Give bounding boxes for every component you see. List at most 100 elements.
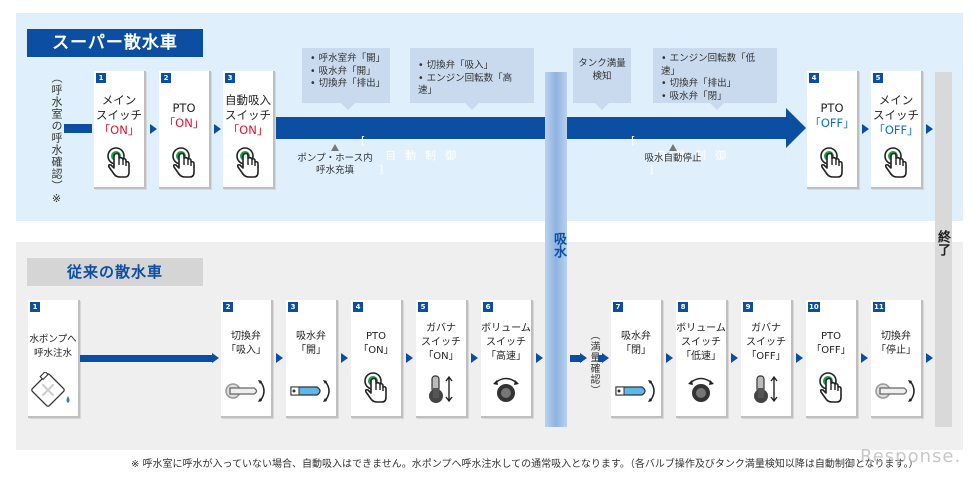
note-pointer xyxy=(465,103,479,110)
conv-step-1-card[interactable]: 1 水ポンプへ 呼水注水 xyxy=(28,300,80,418)
auto-control-arrowhead xyxy=(786,108,806,148)
note-item: • 切換弁「吸入」 xyxy=(418,60,494,71)
note-box-2: • 切換弁「吸入」 • エンジン回転数「高速」 xyxy=(410,48,534,103)
sub-note-auto-stop: 吸水自動停止 xyxy=(628,153,718,165)
step-label-line: 吸水弁 xyxy=(621,331,651,342)
step-label-line: スイッチ xyxy=(873,108,919,122)
end-column xyxy=(935,72,952,427)
flow-arrow xyxy=(796,353,803,363)
step-label: メイン スイッチ 「ON」 xyxy=(94,93,144,138)
water-can-icon xyxy=(31,372,70,407)
step-label-line: 吸水弁 xyxy=(296,331,326,342)
step-number: 1 xyxy=(96,73,106,83)
sub-note-line: 吸水自動停止 xyxy=(644,153,702,164)
step-number: 5 xyxy=(418,302,428,312)
suction-column xyxy=(545,72,567,427)
step-label-line: ガバナ xyxy=(426,323,456,334)
step-label-line: スイッチ xyxy=(225,108,271,122)
bracket-open: [ xyxy=(361,134,375,147)
flow-arrow xyxy=(926,124,933,134)
step-label: PTO 「OFF」 xyxy=(806,330,856,358)
note-box-1: • 呼水室弁「開」 • 吸水弁「開」 • 切換弁「排出」 xyxy=(302,48,390,103)
step-label-line: スイッチ xyxy=(96,108,142,122)
super-step-3-card[interactable]: 3 自動吸入 スイッチ 「ON」 xyxy=(223,71,275,189)
toggle-lever-icon xyxy=(426,374,456,408)
step-label-line: スイッチ xyxy=(681,337,721,348)
note-item: • 呼水室弁「開」 xyxy=(310,53,386,64)
note-item: • 吸水弁「閉」 xyxy=(661,90,727,102)
step-number: 7 xyxy=(613,302,623,312)
note-pointer xyxy=(595,103,609,110)
push-button-icon xyxy=(362,371,390,408)
step-state: 「OFF」 xyxy=(809,116,855,130)
conv-step-6-card[interactable]: 6 ボリュームスイッチ「高速」 xyxy=(481,300,533,418)
step-label-line: メイン xyxy=(101,93,137,107)
step-number: 6 xyxy=(483,302,493,312)
step-label-line: 呼水注水 xyxy=(33,348,72,359)
precheck-note: （呼水室の呼水確認）※ xyxy=(50,72,63,206)
step-label-line: 「停止」 xyxy=(876,345,916,356)
step-label: ガバナスイッチ「ON」 xyxy=(416,322,466,364)
step-state: 「ON」 xyxy=(227,123,269,137)
auto-control-band xyxy=(276,117,786,139)
flow-arrow xyxy=(212,353,219,363)
flow-arrow xyxy=(536,353,543,363)
step-state: 「低速」 xyxy=(681,351,721,362)
conv-step-7-card[interactable]: 7 吸水弁「閉」 xyxy=(611,300,663,418)
step-label-line: スイッチ xyxy=(746,337,786,348)
step-number: 1 xyxy=(30,302,40,312)
super-step-1-card[interactable]: 1 メイン スイッチ 「ON」 xyxy=(94,71,146,189)
step-label-line: メイン xyxy=(878,93,914,107)
push-button-icon xyxy=(884,147,907,178)
step-number: 4 xyxy=(809,73,819,83)
step-label-line: 「OFF」 xyxy=(811,345,851,356)
step-state: 「OFF」 xyxy=(746,351,786,362)
valve-lever-icon xyxy=(224,378,268,408)
super-step-5-card[interactable]: 5 メイン スイッチ 「OFF」 xyxy=(871,71,923,189)
flow-arrow xyxy=(862,124,869,134)
auto-control-label-1: [ 自動制御 ] xyxy=(336,121,465,176)
conv-step-3-card[interactable]: 3 吸水弁「開」 xyxy=(286,300,338,418)
super-step-4-card[interactable]: 4 PTO 「OFF」 xyxy=(807,71,859,189)
step-label: ボリュームスイッチ「低速」 xyxy=(676,322,726,364)
flow-connector xyxy=(570,355,582,362)
valve-handle-icon xyxy=(614,378,658,408)
full-tank-check-note: （満量確認） xyxy=(588,330,599,396)
flow-arrow xyxy=(150,124,157,134)
step-label-line: スイッチ xyxy=(486,337,526,348)
flow-arrow xyxy=(926,353,933,363)
step-label-line: PTO xyxy=(365,331,386,342)
step-label-line: 「開」 xyxy=(296,345,326,356)
note-pointer xyxy=(341,103,355,110)
bracket-close: ] xyxy=(379,163,393,176)
step-label: ガバナスイッチ「OFF」 xyxy=(741,322,791,364)
step-number: 2 xyxy=(161,73,171,83)
step-label-line: 「閉」 xyxy=(621,345,651,356)
step-label: PTO 「ON」 xyxy=(159,101,209,131)
step-label-line: PTO xyxy=(820,331,841,342)
step-number: 3 xyxy=(288,302,298,312)
watermark-logo: Response. xyxy=(860,446,962,467)
conv-step-5-card[interactable]: 5 ガバナスイッチ「ON」 xyxy=(416,300,468,418)
step-state: 「ON」 xyxy=(423,351,459,362)
note-item: • 切換弁「排出」 xyxy=(310,78,386,89)
step-state: 「ON」 xyxy=(163,116,205,130)
step-label: ボリュームスイッチ「高速」 xyxy=(481,322,531,364)
flow-arrow xyxy=(406,353,413,363)
flow-connector xyxy=(80,355,213,362)
step-label-line: スイッチ xyxy=(421,337,461,348)
super-step-2-card[interactable]: 2 PTO 「ON」 xyxy=(159,71,211,189)
dial-knob-icon xyxy=(686,374,716,408)
step-label: 自動吸入 スイッチ 「ON」 xyxy=(223,93,273,138)
step-label: 水ポンプへ 呼水注水 xyxy=(28,333,78,361)
note-box-3: タンク満量 検知 xyxy=(573,48,631,103)
step-label: 吸水弁「開」 xyxy=(286,330,336,358)
step-label-line: PTO xyxy=(820,101,844,115)
step-label-line: 自動吸入 xyxy=(225,93,271,107)
